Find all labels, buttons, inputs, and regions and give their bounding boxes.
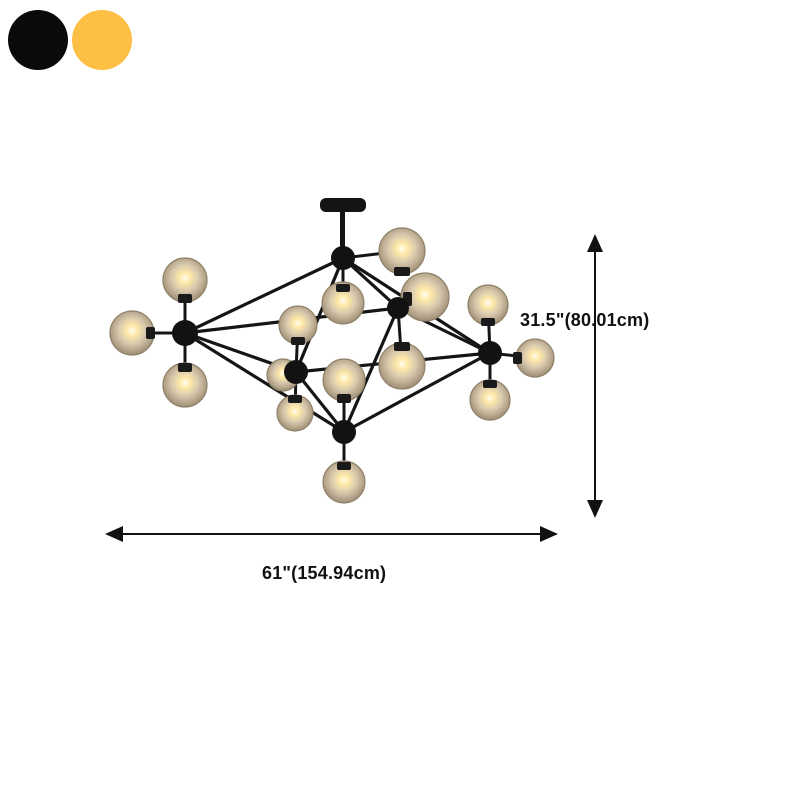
color-swatch-amber[interactable]: [72, 10, 132, 70]
glass-globes: [109, 227, 555, 504]
width-dimension-label: 61"(154.94cm): [262, 563, 387, 583]
height-dimension-label: 31.5"(80.01cm): [520, 310, 650, 330]
globe: [322, 460, 366, 504]
canopy: [320, 198, 366, 250]
color-swatch-black[interactable]: [8, 10, 68, 70]
frame-hubs: [172, 246, 502, 444]
globe: [400, 272, 450, 322]
globe: [321, 281, 365, 325]
